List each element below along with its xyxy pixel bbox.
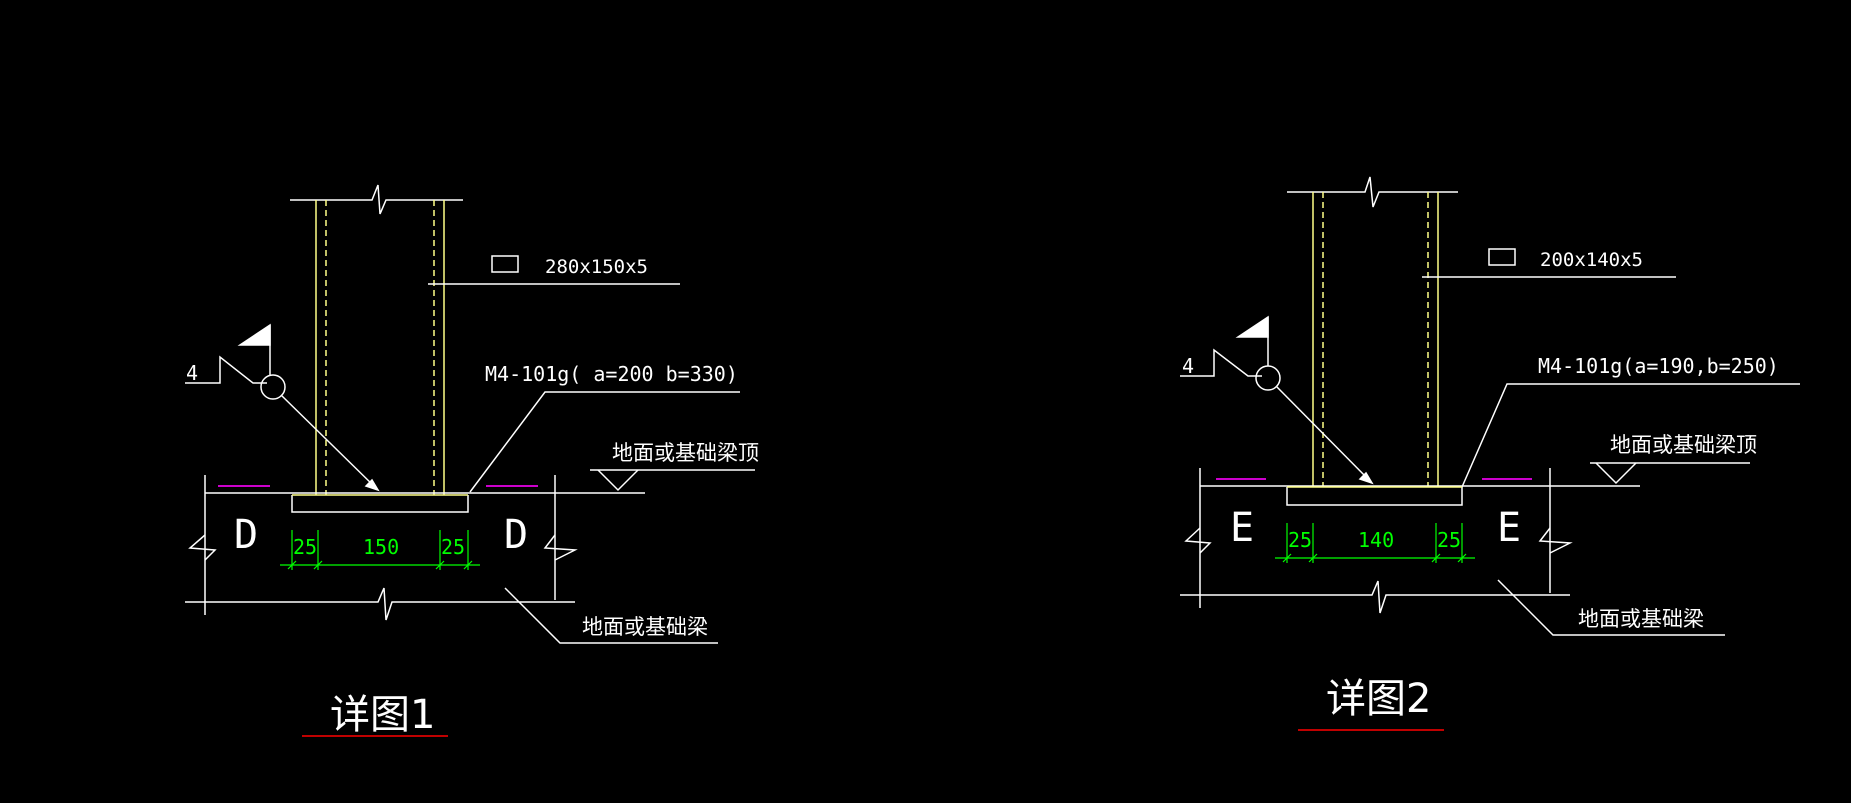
dim-right: 25 [1437,528,1461,552]
dim-mid: 140 [1358,528,1394,552]
axis-letter-right: E [1497,505,1521,551]
dim-tick-2 [313,560,323,570]
rect-section-symbol [491,255,519,273]
weld-arrow-line [1275,385,1373,484]
weld-arrow-line [280,394,379,491]
weld-arrowhead [1358,471,1374,485]
beam-right-break [1538,527,1573,554]
ground-beam-label: 地面或基础梁 [1578,607,1704,631]
beam-bottom-break-line [185,587,575,621]
weld-symbol-line [1180,348,1262,377]
dim-tick-4 [1457,553,1467,563]
dim-left: 25 [1288,528,1312,552]
weld-circle [260,374,286,400]
ground-beam-label: 地面或基础梁 [582,615,708,639]
axis-letter-left: E [1230,505,1254,551]
dim-tick-1 [1282,553,1292,563]
ground-top-label: 地面或基础梁顶 [612,441,759,465]
dim-left: 25 [293,535,317,559]
column-break-line [290,184,463,215]
dim-tick-3 [1431,553,1441,563]
axis-letter-left: D [234,512,258,558]
embed-plate [1286,487,1463,506]
rect-section-symbol [1488,248,1516,266]
weld-size: 4 [1182,354,1194,378]
beam-bottom-break-line [1180,580,1570,614]
embed-plate [291,495,469,513]
dim-tick-4 [463,560,473,570]
embed-leader [1461,383,1800,488]
detail-1 [185,184,755,737]
axis-letter-right: D [504,512,528,558]
embed-label: M4-101g(a=190,b=250) [1538,354,1779,378]
embed-leader [469,391,740,493]
ground-beam-leader [1497,579,1725,636]
detail-title: 详图1 [330,692,435,738]
dim-tick-3 [435,560,445,570]
weld-flag [237,323,271,346]
detail-title: 详图2 [1326,676,1431,722]
ground-top-label: 地面或基础梁顶 [1610,433,1757,457]
dimension-group [280,530,480,570]
beam-left-break [188,534,217,561]
weld-arrowhead [364,478,380,492]
elevation-triangle [597,469,639,492]
dim-tick-2 [1308,553,1318,563]
beam-left-break [1184,527,1212,554]
section-label: 280x150x5 [545,256,648,278]
weld-flag [1235,315,1269,338]
elevation-triangle [1595,462,1637,485]
column-break-line [1287,176,1458,208]
detail-2 [1180,176,1800,731]
beam-right-break [543,534,578,561]
section-label: 200x140x5 [1540,249,1643,271]
embed-label: M4-101g( a=200 b=330) [485,362,738,386]
dim-right: 25 [441,535,465,559]
dim-mid: 150 [363,535,399,559]
weld-size: 4 [186,361,198,385]
dimension-group [1275,523,1475,563]
dim-tick-1 [287,560,297,570]
ground-beam-leader [504,587,718,644]
weld-symbol-line [185,355,267,384]
